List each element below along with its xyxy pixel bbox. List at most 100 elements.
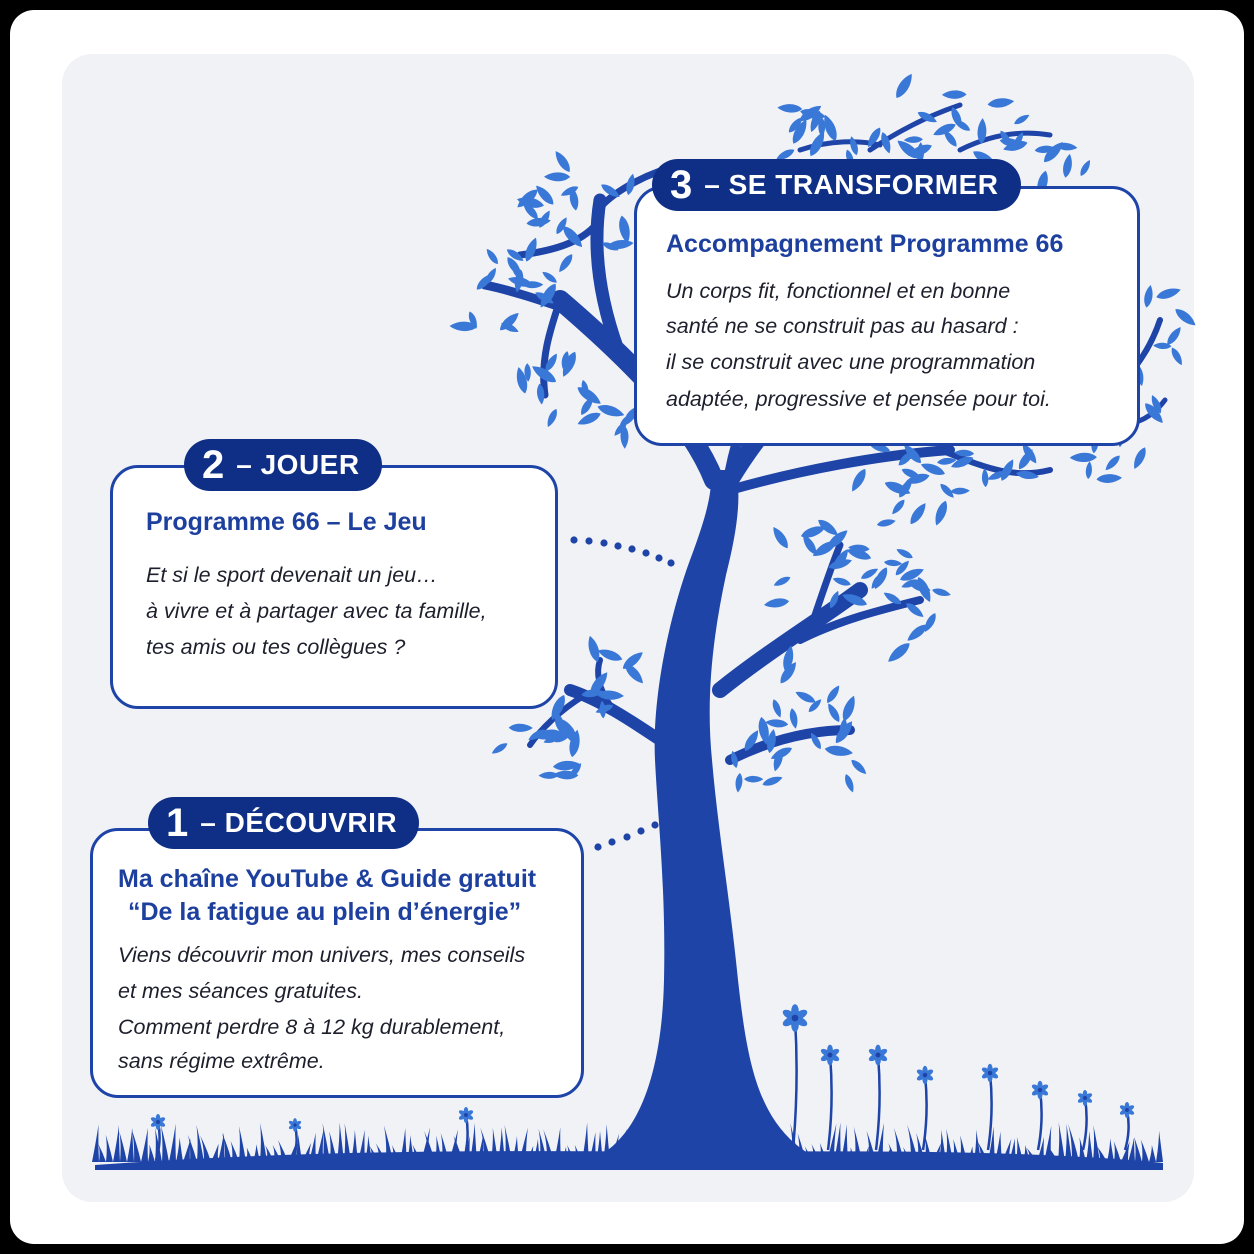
grass-blade [907,1124,918,1162]
flower [150,1113,166,1161]
leaf [616,214,633,245]
grass-blade [1068,1123,1079,1162]
step-1-line-1: Viens découvrir mon univers, mes conseil… [118,943,526,967]
step-3-line-1: Un corps fit, fonctionnel et en bonne [666,279,1011,303]
grass-blade [1107,1138,1114,1162]
leaf [552,148,574,175]
step-3-label: – SE TRANSFORMER [704,169,999,200]
grass-blade [113,1125,120,1162]
grass-blade [218,1132,225,1162]
step-1-title-line-2: “De la fatigue au plein d’énergie” [128,898,522,926]
grass-blade [1093,1125,1100,1162]
step-3-line-4: adaptée, progressive et pensée pour toi. [666,387,1051,411]
step-1-card [90,828,584,1098]
grass-blade [253,1144,260,1162]
grass-blade [596,1130,603,1162]
leaf [895,546,915,561]
grass-blade [543,1129,554,1162]
grass-blade [221,1132,232,1162]
grass-blade [1134,1137,1142,1162]
grass-blade [105,1134,113,1162]
leaf [772,574,792,589]
grass-blade [1121,1141,1130,1162]
leaf [907,500,930,527]
leaf [556,252,576,275]
grass-blade [375,1143,386,1162]
grass-blade [589,1131,596,1162]
grass-blade [1047,1145,1058,1162]
step-2-label: – JOUER [236,449,360,480]
grass-blade [916,1132,925,1162]
grass-blade [853,1126,862,1162]
step-2-line-2: à vivre et à partager avec ta famille, [146,599,487,623]
grass-blade [866,1130,876,1162]
grass-blade [526,1145,534,1162]
grass-blade [435,1135,442,1162]
leaf [849,757,869,777]
grass-blade [533,1138,540,1162]
leaf [744,775,764,783]
grass-blade [480,1127,491,1162]
grass-blade [421,1127,431,1162]
grass-blade [1016,1136,1023,1162]
leaf [540,269,559,285]
leaf [1130,445,1149,471]
leaf [876,517,897,529]
grass-blade [995,1131,1002,1162]
grass-blade [848,1147,855,1162]
grass-blade [1023,1145,1030,1162]
grass-blade [504,1124,512,1162]
leaf [484,247,501,266]
grass-blade [295,1134,302,1162]
grass-blade [160,1124,169,1162]
grass-blade [582,1122,589,1162]
grass-blade [491,1127,498,1162]
leaf [1061,153,1074,179]
grass-blade [127,1127,134,1162]
leaf [1096,473,1123,484]
grass-blade [1140,1139,1149,1162]
grass-blade [272,1144,281,1162]
leaf [824,744,854,758]
grass-blade [924,1135,932,1162]
grass-blade [888,1143,897,1162]
leaf [889,497,907,517]
grass-blade [834,1122,841,1162]
grass-blade [316,1129,324,1162]
leaf [883,559,903,567]
grass-blade [893,1127,904,1162]
grass-blade [519,1127,528,1162]
grass-blade [92,1124,99,1162]
grass-blade [1113,1141,1121,1162]
leaf [892,71,916,101]
step-1-line-3: Comment perdre 8 à 12 kg durablement, [118,1015,506,1039]
step-3-number: 3 [670,163,693,207]
leaf [575,409,603,429]
grass-blade [169,1123,176,1162]
grass-blade [246,1147,253,1162]
leaf [1078,158,1093,178]
leaf [1012,112,1031,127]
grass-blade [1128,1137,1135,1162]
step-1-badge: 1 – DÉCOUVRIR [148,797,420,849]
grass-blade [1026,1147,1037,1162]
leaf [1172,305,1199,329]
tree-trunk [590,470,820,1160]
grass-blade [176,1137,183,1162]
leaf [824,683,843,705]
grass-blade [391,1145,400,1162]
grass-blade [440,1133,449,1162]
grass-blade [1037,1136,1045,1162]
grass-blade [827,1123,837,1162]
grass-blade [1086,1130,1093,1162]
grass-blade [424,1130,435,1162]
grass-blade [470,1122,477,1162]
grass-blade [196,1124,204,1162]
grass-blade [463,1135,470,1162]
flower [916,1065,934,1151]
grass-blade [259,1122,267,1162]
grass-blade [358,1129,365,1162]
leaf [904,621,930,645]
leaf [1069,452,1097,463]
grass-blade [977,1141,988,1162]
